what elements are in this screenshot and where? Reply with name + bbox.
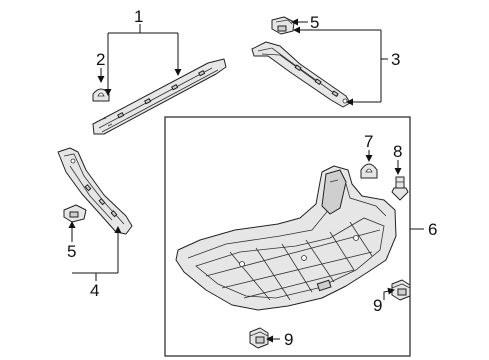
leader-lines xyxy=(68,18,424,343)
callout-numbers: 1 2 5 3 5 4 7 8 6 9 9 xyxy=(67,7,437,349)
callout-4: 4 xyxy=(90,281,99,300)
part-9-retainer-bottom xyxy=(249,327,269,349)
part-5-clip-left xyxy=(63,204,87,223)
part-2-clip xyxy=(92,88,110,102)
part-7-clip xyxy=(360,163,378,179)
callout-6: 6 xyxy=(428,220,437,239)
callout-9-right: 9 xyxy=(373,296,382,315)
part-4-trim-piece xyxy=(57,147,133,235)
callout-9-bottom: 9 xyxy=(284,330,293,349)
callout-2: 2 xyxy=(96,50,105,69)
callout-3: 3 xyxy=(391,50,400,69)
part-6-trim-panel xyxy=(175,165,397,311)
part-3-trim-piece xyxy=(251,41,351,108)
callout-7: 7 xyxy=(364,132,373,151)
part-9-retainer-right xyxy=(391,279,411,301)
assembly-6-frame xyxy=(164,116,411,357)
part-5-clip-top xyxy=(271,16,295,35)
part-8-fastener xyxy=(391,176,409,201)
part-1-trim-strip xyxy=(92,58,227,135)
callout-5-top: 5 xyxy=(310,13,319,32)
callout-5-left: 5 xyxy=(67,242,76,261)
callout-8: 8 xyxy=(393,142,402,161)
callout-1: 1 xyxy=(134,7,143,26)
